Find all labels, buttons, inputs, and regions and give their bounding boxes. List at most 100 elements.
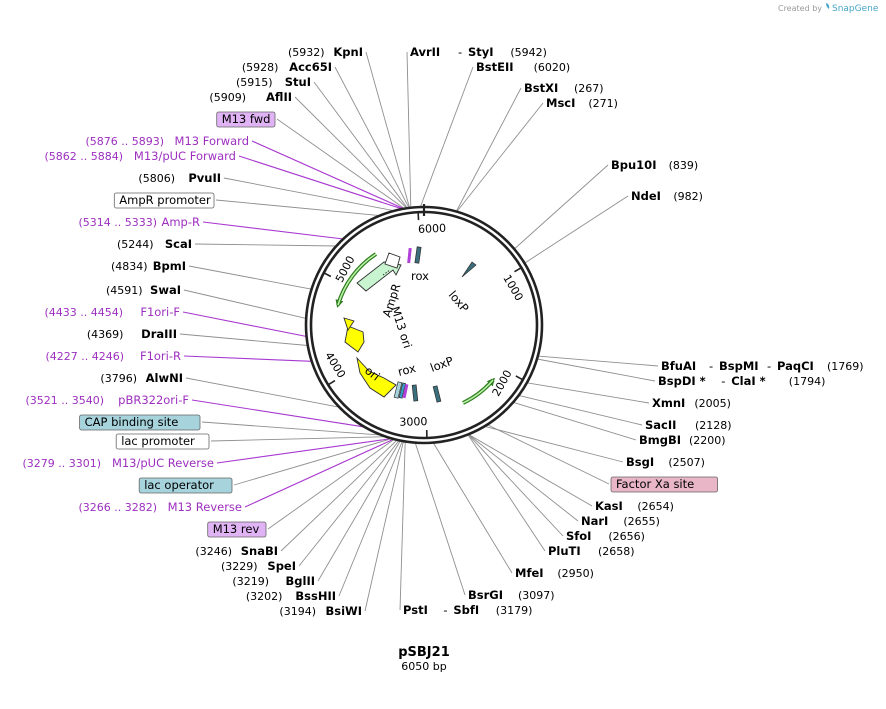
loxp-site-top — [461, 261, 477, 278]
feature-box-label-m13-rev: M13 rev — [213, 522, 260, 536]
enzyme-bspmi: BspMI — [719, 359, 759, 373]
callout-ndei — [524, 195, 629, 264]
callout-lac-promoter — [210, 436, 387, 442]
feature-box-ampr-promoter — [113, 192, 215, 209]
feature-label-loxp-bottom: loxP — [428, 354, 455, 375]
name-separator: - — [767, 359, 771, 373]
callout-m13-reverse — [244, 438, 395, 508]
tick-label-2000: 2000 — [490, 368, 515, 399]
enzyme-aflii: AflII — [266, 90, 292, 104]
right-label-column: AvrII-StyI(5942)BstEII(6020)BstXI(267)Ms… — [403, 45, 864, 617]
callout-bsiwi — [364, 441, 404, 612]
watermark: Created by SnapGene — [778, 3, 879, 14]
enzyme-bmgbi: BmgBI — [639, 433, 681, 447]
callout-cap-binding-site — [201, 421, 382, 436]
rox-site-bottom — [411, 384, 419, 402]
feature-box-lac-promoter — [115, 433, 210, 450]
feature-label-rox-bottom: rox — [396, 361, 417, 379]
enzyme-position: (2655) — [623, 515, 660, 528]
enzyme-position: (4591) — [106, 284, 143, 297]
enzyme-position: (839) — [669, 159, 699, 172]
callout-pbr322ori-f — [191, 399, 365, 428]
callout-bpu10i — [513, 164, 609, 250]
callout-ampr-promoter — [215, 199, 380, 217]
enzyme-position: (3097) — [518, 589, 555, 602]
name-separator: - — [458, 45, 462, 59]
enzyme-draiii: DraIII — [141, 327, 177, 341]
watermark-prefix: Created by — [778, 4, 822, 13]
enzyme-position: (2507) — [668, 456, 705, 469]
enzyme-position: (5928) — [242, 61, 279, 74]
enzyme-swai: SwaI — [150, 283, 181, 297]
callout-stui — [313, 81, 408, 209]
callout-nari — [467, 434, 579, 522]
feature-label-loxp-top: loxP — [446, 288, 472, 315]
enzyme-position: (2654) — [637, 500, 674, 513]
enzyme-bglii: BglII — [286, 574, 316, 588]
tick-label-4000: 4000 — [322, 350, 348, 381]
feature-box-m13-fwd — [216, 111, 276, 128]
primer-range: (4433 .. 4454) — [44, 306, 123, 319]
primer-amp-r: Amp-R — [161, 215, 200, 229]
primer-m13-puc-forward: M13/pUC Forward — [134, 149, 236, 163]
enzyme-pvuii: PvuII — [188, 171, 221, 185]
enzyme-position: (2658) — [598, 545, 635, 558]
name-separator: - — [721, 374, 725, 388]
rox-site-top — [414, 246, 422, 264]
callout-sacii — [518, 394, 643, 426]
enzyme-bspdi: BspDI * — [658, 374, 706, 388]
feature-box-label-factor-xa-site: Factor Xa site — [616, 477, 694, 491]
callout-aflii — [294, 96, 408, 209]
callout-f1ori-r — [183, 355, 312, 362]
callout-m13-rev — [267, 438, 395, 530]
enzyme-avrii: AvrII — [410, 45, 440, 59]
enzyme-paqci: PaqCI — [777, 359, 814, 373]
enzyme-alwni: AlwNI — [146, 371, 183, 385]
enzyme-position: (5932) — [288, 46, 325, 59]
tick-label-1000: 1000 — [500, 272, 525, 303]
primer-range: (5876 .. 5893) — [85, 135, 164, 148]
callout-bglii — [317, 440, 401, 582]
enzyme-stui: StuI — [285, 75, 311, 89]
enzyme-position: (5942) — [510, 46, 547, 59]
loxp-site-bottom — [432, 385, 442, 403]
watermark-brand: SnapGene — [832, 4, 879, 14]
enzyme-xmni: XmnI — [652, 396, 685, 410]
enzyme-clai: ClaI * — [731, 374, 765, 388]
enzyme-position: (4834) — [111, 260, 148, 273]
callout-xmni — [526, 382, 650, 404]
feature-box-cap-binding-site — [79, 414, 201, 431]
callout-bmgbi — [513, 401, 637, 441]
callout-spei — [298, 440, 400, 567]
callout-pluti — [467, 434, 546, 552]
callout-bpmi — [188, 265, 312, 290]
enzyme-bstxi: BstXI — [524, 81, 558, 95]
feature-box-label-lac-promoter: lac promoter — [121, 434, 195, 448]
enzyme-position: (2950) — [557, 567, 594, 580]
callout-mfei — [432, 442, 513, 574]
callout-bstxi — [455, 87, 522, 212]
enzyme-styi: StyI — [468, 45, 494, 59]
enzyme-position: (271) — [588, 97, 618, 110]
callout-bsgi — [484, 425, 624, 463]
enzyme-position: (3796) — [100, 372, 137, 385]
primer-range: (5314 .. 5333) — [78, 216, 157, 229]
plasmid-name: pSBJ21 — [398, 645, 450, 660]
enzyme-bsrgi: BsrGI — [468, 588, 503, 602]
ampr-promoter-block — [384, 252, 401, 269]
callout-m13-puc-reverse — [216, 438, 392, 464]
primer-f1ori-r: F1ori-R — [140, 349, 181, 363]
enzyme-position: (3202) — [246, 590, 283, 603]
callout-m13-forward — [251, 140, 405, 210]
enzyme-position: (6020) — [534, 61, 571, 74]
enzyme-spei: SpeI — [267, 559, 296, 573]
enzyme-snabi: SnaBI — [241, 544, 278, 558]
callout-msci — [456, 102, 544, 212]
enzyme-bsiwi: BsiWI — [325, 604, 362, 618]
enzyme-position: (1794) — [789, 375, 826, 388]
callout-kasi — [468, 433, 593, 507]
callout-psti — [399, 441, 406, 611]
plasmid-length: 6050 bp — [401, 660, 446, 673]
